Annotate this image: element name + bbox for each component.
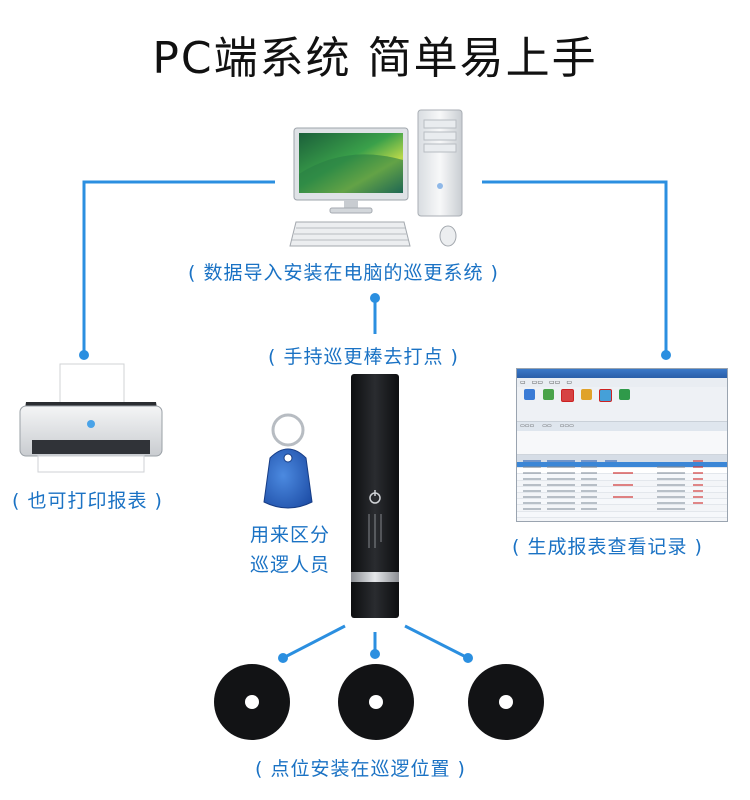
connector-computer-records [482, 180, 668, 355]
keyfob-label-line-2: 巡逻人员 [249, 554, 330, 576]
patrol-stick-icon [351, 374, 399, 618]
desktop-computer-icon [289, 109, 463, 247]
checkpoint-disc-icon [338, 664, 414, 740]
checkpoint-disc-icon [214, 664, 290, 740]
page-title: PC端系统 简单易上手 [152, 33, 598, 84]
connector-computer-printer [82, 180, 275, 355]
printer-icon [19, 363, 163, 473]
rfid-keyfob-icon [263, 413, 313, 509]
checkpoint-disc-icon [468, 664, 544, 740]
keyfob-label-line-1: 用来区分 [249, 524, 330, 546]
keyfob-label: 用来区分 巡逻人员 [238, 520, 342, 580]
caption-patrol-stick: ( 手持巡更棒去打点 ) [268, 346, 459, 368]
table-text-marks [523, 460, 703, 510]
connector-stick-checkpoint-left [282, 624, 346, 660]
software-window-icon: ▭▭▭▭▭▭ ▭▭▭▭▭▭▭▭ [516, 368, 728, 522]
caption-printer: ( 也可打印报表 ) [12, 490, 163, 512]
connector-stick-checkpoint-right [404, 624, 469, 660]
caption-checkpoints: ( 点位安装在巡逻位置 ) [255, 758, 466, 780]
caption-records: ( 生成报表查看记录 ) [512, 536, 703, 558]
caption-computer: ( 数据导入安装在电脑的巡更系统 ) [188, 262, 499, 284]
